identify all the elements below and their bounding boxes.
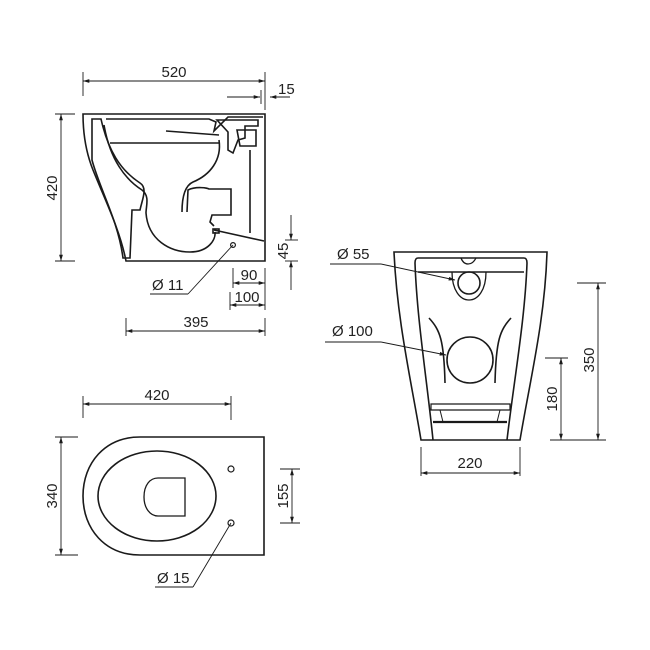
dim-fixing-hole-top: Ø 15 xyxy=(157,570,190,587)
top-view-dimensions xyxy=(55,396,300,588)
dim-cistern-gap: 15 xyxy=(278,81,295,98)
dim-top-length: 420 xyxy=(144,387,169,404)
dim-outlet-dia: Ø 100 xyxy=(332,323,373,340)
dim-fix-100: 100 xyxy=(234,289,259,306)
dim-outlet-height: 45 xyxy=(275,243,292,260)
dim-base-width: 220 xyxy=(457,455,482,472)
side-view xyxy=(82,113,266,262)
dim-outlet-center-height: 180 xyxy=(544,386,561,411)
top-view xyxy=(82,436,265,556)
rear-view-dimensions xyxy=(325,263,606,476)
dim-top-width: 340 xyxy=(44,483,61,508)
rear-view xyxy=(393,251,548,441)
side-view-dimensions xyxy=(55,72,298,336)
dim-base-length: 395 xyxy=(183,314,208,331)
dim-fixing-hole-side: Ø 11 xyxy=(152,277,183,294)
dim-fix-90: 90 xyxy=(241,267,258,284)
dim-inlet-center-height: 350 xyxy=(581,347,598,372)
dim-height: 420 xyxy=(44,175,61,200)
dim-inlet-dia: Ø 55 xyxy=(337,246,370,263)
dim-overall-length: 520 xyxy=(161,64,186,81)
dim-fixing-spacing: 155 xyxy=(275,483,292,508)
